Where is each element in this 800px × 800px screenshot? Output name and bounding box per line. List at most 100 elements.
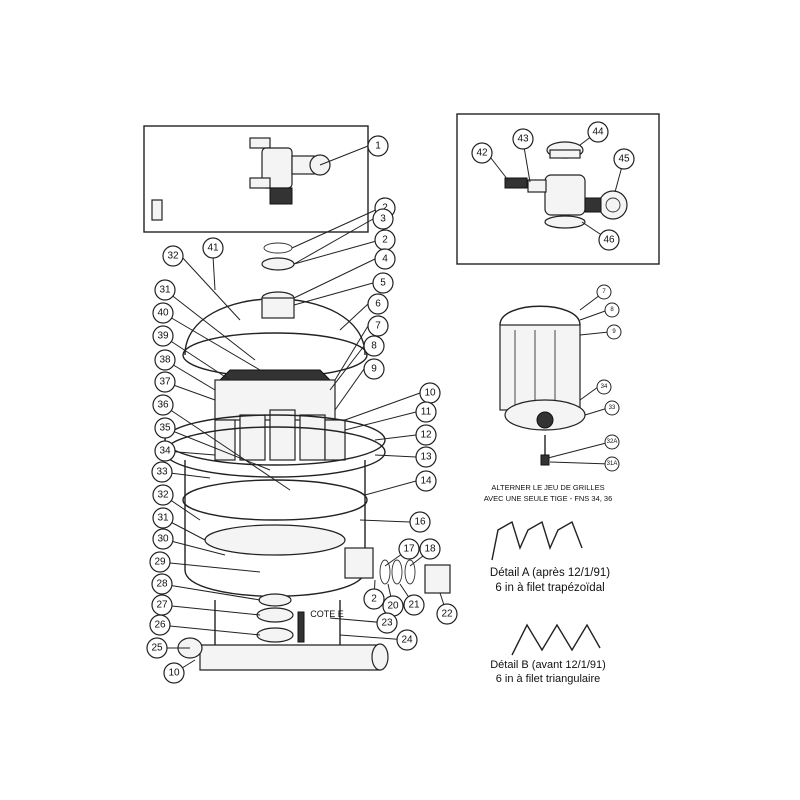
svg-text:42: 42	[476, 148, 488, 159]
svg-text:2: 2	[382, 203, 388, 214]
svg-text:5: 5	[380, 278, 386, 289]
svg-text:7: 7	[375, 321, 381, 332]
callout-8: 8	[363, 335, 385, 357]
callout-28: 28	[151, 573, 173, 595]
svg-text:23: 23	[381, 618, 393, 629]
callout-45: 45	[613, 148, 635, 170]
svg-text:24: 24	[401, 635, 413, 646]
callout-22: 22	[436, 603, 458, 625]
svg-text:34: 34	[159, 446, 171, 457]
callout-11: 11	[415, 401, 437, 423]
callout-6: 6	[367, 293, 389, 315]
svg-text:3: 3	[380, 214, 386, 225]
callout-27: 27	[151, 594, 173, 616]
callout-40: 40	[152, 302, 174, 324]
callout-46: 46	[598, 229, 620, 251]
svg-text:30: 30	[157, 534, 169, 545]
svg-text:29: 29	[154, 557, 166, 568]
callout-32: 32	[152, 484, 174, 506]
callout-30: 30	[152, 528, 174, 550]
svg-text:36: 36	[157, 400, 169, 411]
thread-detail-a	[491, 520, 583, 561]
callout-31a-small: 31A	[604, 456, 620, 472]
svg-text:31: 31	[157, 513, 169, 524]
svg-text:39: 39	[157, 331, 169, 342]
callout-43: 43	[512, 128, 534, 150]
svg-text:41: 41	[207, 243, 219, 254]
callout-17: 17	[398, 538, 420, 560]
svg-text:45: 45	[618, 154, 630, 165]
callout-39: 39	[152, 325, 174, 347]
svg-text:18: 18	[424, 544, 436, 555]
svg-text:34: 34	[601, 384, 608, 390]
svg-text:33: 33	[156, 467, 168, 478]
detail-a-title: Détail A (après 12/1/91)	[490, 567, 610, 579]
svg-text:13: 13	[420, 452, 432, 463]
svg-text:9: 9	[371, 364, 377, 375]
callout-31: 31	[152, 507, 174, 529]
valve-parts-inset	[456, 113, 660, 265]
svg-text:31: 31	[159, 285, 171, 296]
callout-24: 24	[396, 629, 418, 651]
svg-text:9: 9	[612, 329, 616, 335]
svg-text:32: 32	[157, 490, 169, 501]
detail-b-title: Détail B (avant 12/1/91)	[490, 659, 606, 671]
callout-12: 12	[415, 424, 437, 446]
svg-text:4: 4	[382, 254, 388, 265]
svg-text:10: 10	[424, 388, 436, 399]
svg-text:20: 20	[387, 601, 399, 612]
callout-29: 29	[149, 551, 171, 573]
callout-14: 14	[415, 470, 437, 492]
svg-text:32: 32	[167, 251, 179, 262]
svg-text:21: 21	[408, 600, 420, 611]
svg-text:33: 33	[609, 405, 616, 411]
callout-23: 23	[376, 612, 398, 634]
callout-9: 9	[363, 358, 385, 380]
svg-text:11: 11	[421, 407, 432, 418]
callout-34: 34	[154, 440, 176, 462]
callout-37: 37	[154, 371, 176, 393]
callout-2: 2	[363, 588, 385, 610]
callout-32: 32	[162, 245, 184, 267]
callout-13: 13	[415, 446, 437, 468]
callout-34-small: 34	[596, 379, 612, 395]
svg-text:28: 28	[156, 579, 168, 590]
callout-21: 21	[403, 594, 425, 616]
svg-text:25: 25	[151, 643, 163, 654]
svg-text:7: 7	[602, 289, 606, 295]
callout-7: 7	[367, 315, 389, 337]
callout-18: 18	[419, 538, 441, 560]
callout-33: 33	[151, 461, 173, 483]
svg-text:38: 38	[159, 355, 171, 366]
svg-text:10: 10	[168, 668, 180, 679]
svg-text:46: 46	[603, 235, 615, 246]
callout-16: 16	[409, 511, 431, 533]
svg-text:2: 2	[371, 594, 377, 605]
svg-text:2: 2	[382, 235, 388, 246]
callout-3: 3	[372, 208, 394, 230]
svg-text:44: 44	[592, 127, 604, 138]
svg-text:26: 26	[154, 620, 166, 631]
hose-valve-inset	[143, 125, 369, 233]
svg-text:8: 8	[371, 341, 377, 352]
callout-32a-small: 32A	[604, 434, 620, 450]
svg-text:6: 6	[375, 299, 381, 310]
grid-assembly	[499, 305, 586, 466]
detail-b-subtitle: 6 in à filet triangulaire	[496, 673, 601, 685]
thread-detail-b	[511, 623, 601, 656]
callout-38: 38	[154, 349, 176, 371]
svg-text:1: 1	[375, 141, 381, 152]
callout-8-small: 8	[604, 302, 620, 318]
callout-10: 10	[163, 662, 185, 684]
svg-text:14: 14	[420, 476, 432, 487]
callout-26: 26	[149, 614, 171, 636]
callout-33-small: 33	[604, 400, 620, 416]
svg-text:31A: 31A	[607, 461, 618, 467]
svg-text:12: 12	[420, 430, 432, 441]
grid-caption-line2: AVEC UNE SEULE TIGE - FNS 34, 36	[484, 494, 613, 503]
callout-9-small: 9	[606, 324, 622, 340]
svg-text:35: 35	[159, 423, 171, 434]
svg-text:32A: 32A	[607, 439, 618, 445]
filter-body	[164, 242, 451, 671]
